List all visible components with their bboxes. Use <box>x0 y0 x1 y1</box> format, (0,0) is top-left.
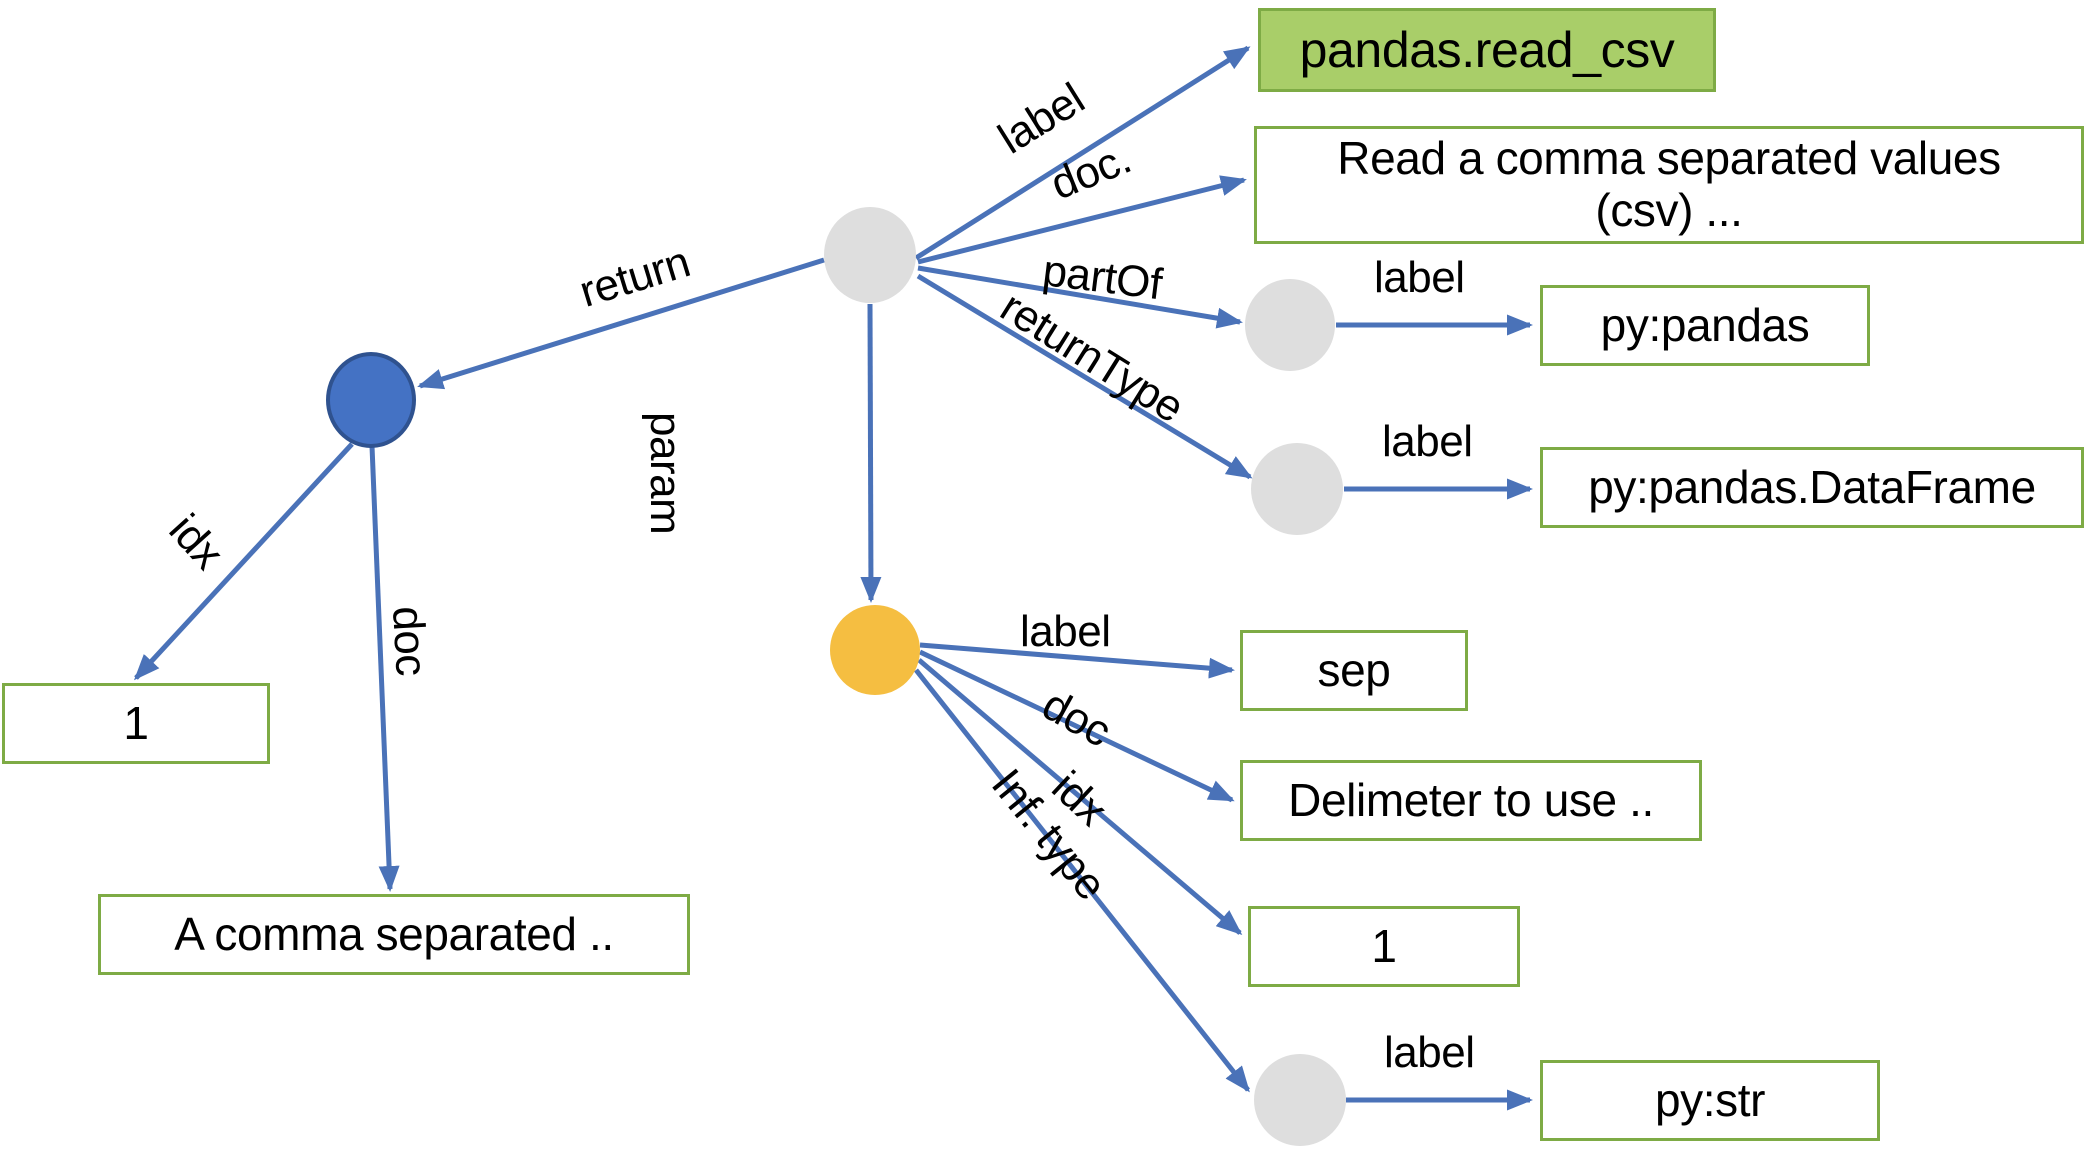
node-func[interactable] <box>824 207 916 303</box>
box-return-idx[interactable]: 1 <box>2 683 270 764</box>
edge-return-doc-text: doc <box>383 605 436 677</box>
box-py-str[interactable]: py:str <box>1540 1060 1880 1141</box>
box-sep-doc[interactable]: Delimeter to use .. <box>1240 760 1702 841</box>
edge-module-label-text: label <box>1374 253 1465 302</box>
box-read-csv[interactable]: pandas.read_csv <box>1258 8 1716 92</box>
box-sep-idx[interactable]: 1 <box>1248 906 1520 987</box>
edge-param-doc[interactable] <box>918 649 1235 803</box>
edge-param-inftype[interactable] <box>914 668 1250 1093</box>
node-paramtype[interactable] <box>1254 1054 1346 1146</box>
box-return-doc[interactable]: A comma separated .. <box>98 894 690 975</box>
edge-func-returntype[interactable] <box>916 273 1253 480</box>
edge-return-doc[interactable] <box>369 445 400 892</box>
node-return[interactable] <box>326 352 416 448</box>
edge-func-return[interactable] <box>417 257 825 390</box>
edge-rtype-label-text: label <box>1382 417 1473 466</box>
edge-param-label-text: label <box>1020 607 1111 656</box>
node-returntype[interactable] <box>1251 443 1343 535</box>
edge-func-label[interactable] <box>914 45 1251 261</box>
box-sep[interactable]: sep <box>1240 630 1468 711</box>
edge-func-partof[interactable] <box>917 265 1243 329</box>
edge-param-label[interactable] <box>919 642 1235 679</box>
edge-ptype-label-text: label <box>1384 1028 1475 1077</box>
box-py-df[interactable]: py:pandas.DataFrame <box>1540 447 2084 528</box>
edge-func-doc[interactable] <box>917 175 1247 265</box>
box-func-doc[interactable]: Read a comma separated values (csv) ... <box>1254 126 2084 244</box>
edge-return-idx[interactable] <box>133 442 354 681</box>
box-py-pandas[interactable]: py:pandas <box>1540 285 1870 366</box>
edge-param-idx[interactable] <box>917 658 1243 935</box>
node-param[interactable] <box>830 605 920 695</box>
edge-func-param-text: param <box>641 412 690 535</box>
edge-func-param[interactable] <box>860 303 882 603</box>
node-module[interactable] <box>1245 279 1335 371</box>
